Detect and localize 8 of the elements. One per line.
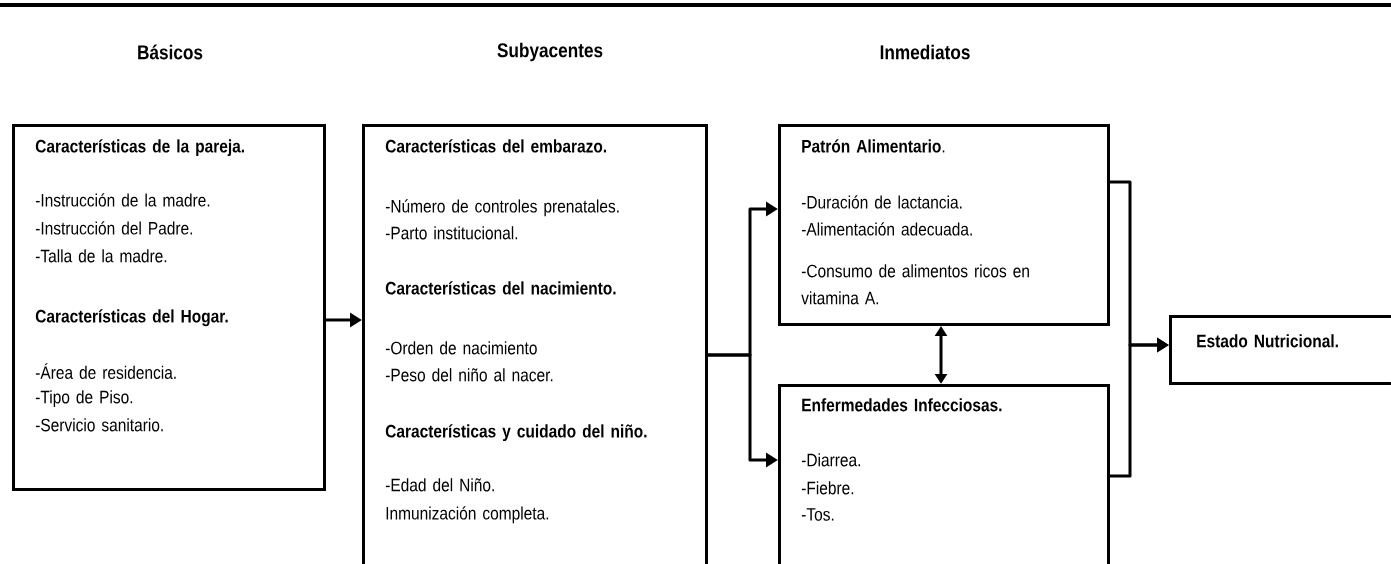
column-heading: Básicos — [138, 44, 203, 60]
text-box: Estado Nutricional. — [1169, 315, 1391, 385]
text-box: Enfermedades Infecciosas. -Diarrea. -Fiebre. -Tos. — [778, 384, 1110, 564]
text-box: Características del embarazo. -Número de controles prenatales. -Parto institucional. Características del nacimiento. -Orden de nacimiento -Peso del niño al nacer. Características y cuidado del niño. -Edad del Niño. Inmunización completa. — [362, 124, 708, 564]
column-heading: Inmediatos — [880, 44, 970, 60]
text-box: Características de la pareja. -Instrucción de la madre. -Instrucción del Padre. -Talla de la madre. Características del Hogar. -Área de residencia. -Tipo de Piso. -Servicio sanitario. — [12, 124, 326, 491]
column-heading: Subyacentes — [497, 42, 603, 62]
text-box: Patrón Alimentario. -Duración de lactancia. -Alimentación adecuada. -Consumo de alimentos ricos en vitamina A. — [778, 124, 1110, 326]
